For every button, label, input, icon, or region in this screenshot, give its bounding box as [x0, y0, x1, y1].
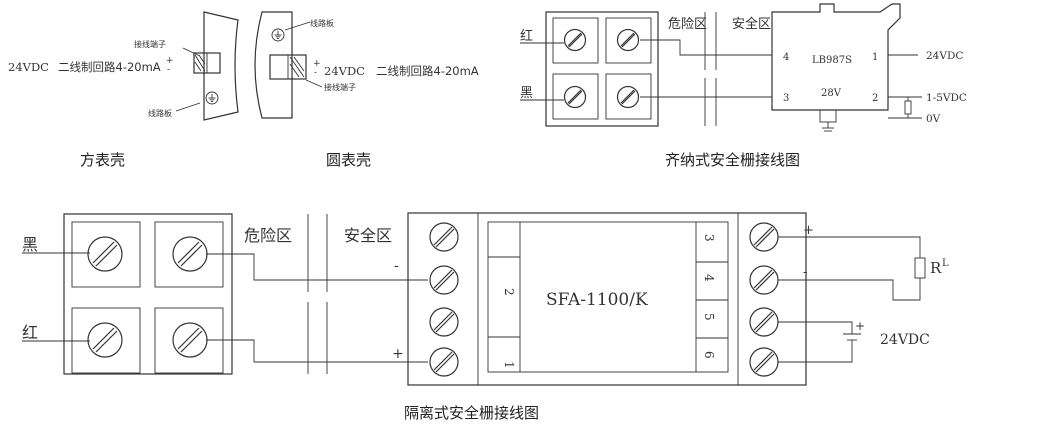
- square-plus-label: +: [166, 56, 174, 66]
- zener-barrier-module: [771, 3, 901, 111]
- square-minus-label: -: [167, 65, 170, 75]
- zener-model-label: LB987S: [812, 55, 852, 66]
- screw-icon: [172, 236, 208, 272]
- zener-supply-label: 24VDC: [926, 50, 963, 62]
- screw-icon: [749, 222, 779, 252]
- isolator-plus-label: +: [392, 346, 404, 362]
- zener-barrier-diagram: 红 黑 危险区 安全区 4 3 1 2 LB987S 28V 24VDC 1-5…: [520, 3, 967, 169]
- zener-red-label: 红: [520, 28, 533, 44]
- screw-icon: [563, 28, 587, 52]
- isolator-model-label: SFA-1100/K: [546, 290, 648, 310]
- square-housing-outline: [203, 11, 239, 121]
- screw-icon: [429, 222, 459, 252]
- round-housing-diagram: 线路板 + - 24VDC 二线制回路4-20mA 接线端子 圆表壳: [254, 11, 479, 169]
- zener-pin-1: 1: [872, 52, 878, 63]
- load-resistor-icon: [904, 100, 912, 115]
- isolator-pin-1: 1: [502, 361, 516, 369]
- zener-pin-3: 3: [783, 93, 789, 104]
- isolator-safe-label: 安全区: [344, 226, 392, 245]
- round-loop-label: 二线制回路4-20mA: [376, 64, 479, 78]
- load-resistor-icon: [914, 257, 926, 279]
- isolator-pin-5: 5: [702, 313, 716, 321]
- round-housing-outline: [254, 11, 293, 119]
- isolator-supply-label: 24VDC: [880, 332, 930, 348]
- zener-zero-label: 0V: [926, 113, 941, 125]
- zener-black-label: 黑: [520, 86, 533, 101]
- isolator-pin-6: 6: [702, 351, 716, 359]
- square-board-label: 线路板: [148, 108, 172, 118]
- round-voltage-label: 24VDC: [324, 64, 365, 78]
- square-loop-label: 二线制回路4-20mA: [58, 60, 161, 74]
- screw-icon: [616, 85, 640, 109]
- zener-caption: 齐纳式安全栅接线图: [665, 151, 800, 169]
- zener-safe-label: 安全区: [732, 16, 771, 32]
- screw-icon: [563, 85, 587, 109]
- round-minus-label: -: [314, 68, 317, 78]
- screw-icon: [749, 265, 779, 295]
- square-voltage-label: 24VDC: [8, 60, 49, 74]
- load-resistor-label: R: [930, 259, 942, 277]
- screw-icon: [87, 236, 123, 272]
- zener-terminal-block: [545, 11, 659, 127]
- isolator-load-plus: +: [803, 223, 814, 238]
- square-terminal-label: 接线端子: [134, 39, 166, 49]
- isolator-pin-2: 2: [502, 288, 516, 296]
- zener-signal-label: 1-5VDC: [926, 92, 967, 104]
- screw-icon: [749, 307, 779, 337]
- zener-hazard-label: 危险区: [668, 17, 707, 32]
- isolator-minus-label: -: [394, 258, 399, 274]
- isolator-pin-3: 3: [702, 234, 716, 242]
- screw-icon: [172, 322, 208, 358]
- screw-icon: [749, 347, 779, 377]
- round-board-label: 线路板: [310, 18, 334, 28]
- zener-voltage-rating: 28V: [821, 88, 842, 99]
- zener-pin-2: 2: [872, 93, 878, 104]
- screw-icon: [616, 28, 640, 52]
- ground-icon: [205, 91, 219, 105]
- zener-pin-4: 4: [783, 52, 789, 63]
- isolator-caption: 隔离式安全栅接线图: [404, 404, 539, 422]
- round-plus-label: +: [313, 59, 321, 69]
- round-housing-caption: 圆表壳: [326, 151, 371, 169]
- isolator-red-label: 红: [22, 323, 38, 342]
- load-resistor-subscript: L: [942, 258, 949, 269]
- isolator-module: [407, 212, 807, 386]
- screw-icon: [87, 322, 123, 358]
- round-terminal-label: 接线端子: [324, 82, 356, 92]
- screw-icon: [429, 307, 459, 337]
- screw-icon: [429, 265, 459, 295]
- square-housing-caption: 方表壳: [80, 151, 125, 169]
- isolator-load-minus: -: [803, 265, 807, 280]
- isolator-supply-plus: +: [855, 319, 865, 333]
- screw-icon: [429, 347, 459, 377]
- square-housing-diagram: 接线端子 24VDC 二线制回路4-20mA + - 线路板 方表壳: [8, 11, 239, 169]
- isolator-hazard-label: 危险区: [244, 226, 292, 245]
- isolation-barrier-diagram: 黑 红 危险区 安全区 - + 2 1 3 4 5 6: [22, 212, 949, 422]
- isolator-pin-4: 4: [702, 274, 716, 282]
- ground-icon: [271, 28, 285, 42]
- isolator-terminal-block: [63, 213, 233, 375]
- isolator-black-label: 黑: [22, 235, 38, 254]
